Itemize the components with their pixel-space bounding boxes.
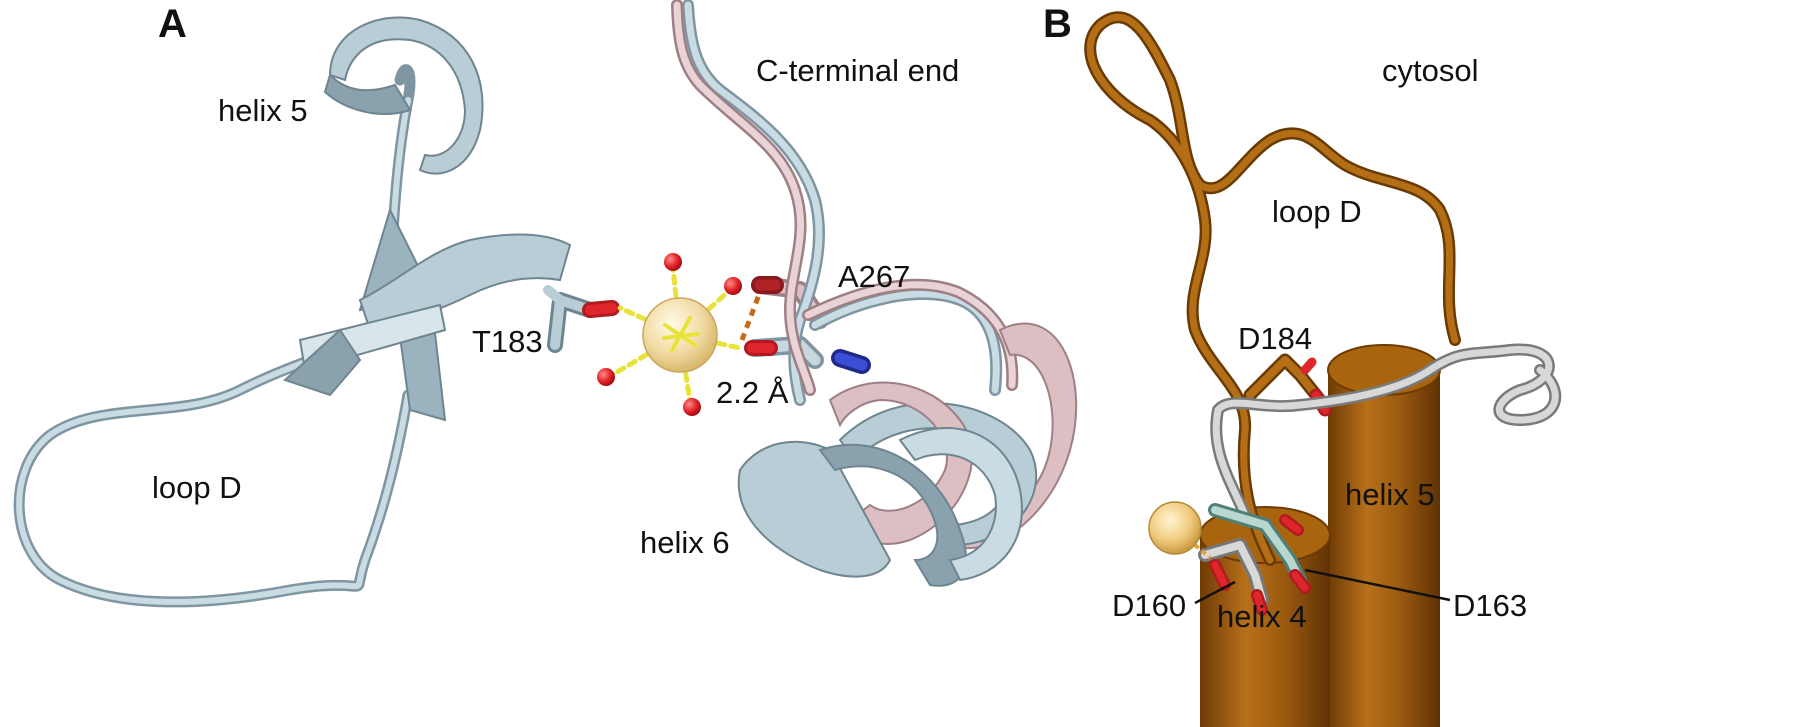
label-d160: D160 <box>1112 588 1186 623</box>
metal-ion-a <box>597 253 763 416</box>
label-d184: D184 <box>1238 321 1312 356</box>
metal-ion-b <box>1148 501 1202 555</box>
label-helix4: helix 4 <box>1217 599 1307 634</box>
label-distance: 2.2 Å <box>716 375 789 410</box>
leader-d163 <box>1304 568 1451 602</box>
helix6-ribbons <box>737 322 1078 587</box>
label-helix6: helix 6 <box>640 525 730 560</box>
label-helix5-a: helix 5 <box>218 93 308 128</box>
label-helix5-b: helix 5 <box>1345 477 1435 512</box>
t183-sidechain <box>543 285 620 353</box>
label-c-terminal: C-terminal end <box>756 53 959 88</box>
panel-a: A helix 5 C-terminal end A267 T183 2.2 Å… <box>13 0 1078 608</box>
label-cytosol: cytosol <box>1382 53 1478 88</box>
label-a267: A267 <box>838 259 910 294</box>
panel-letter-a: A <box>158 2 187 46</box>
label-t183: T183 <box>472 324 543 359</box>
panel-b: B cytosol loop D D184 helix 5 helix 4 D1… <box>1043 2 1562 727</box>
label-loop-d-a: loop D <box>152 470 242 505</box>
d160-d163-sticks <box>1193 503 1311 616</box>
helix5-cylinder-b <box>1327 344 1441 727</box>
helix5-ribbon-a <box>328 16 484 175</box>
panel-letter-b: B <box>1043 2 1072 46</box>
leader-d160 <box>1194 580 1236 605</box>
label-d163: D163 <box>1453 588 1527 623</box>
label-loop-d-b: loop D <box>1272 194 1362 229</box>
gray-tube-b <box>1210 343 1562 521</box>
